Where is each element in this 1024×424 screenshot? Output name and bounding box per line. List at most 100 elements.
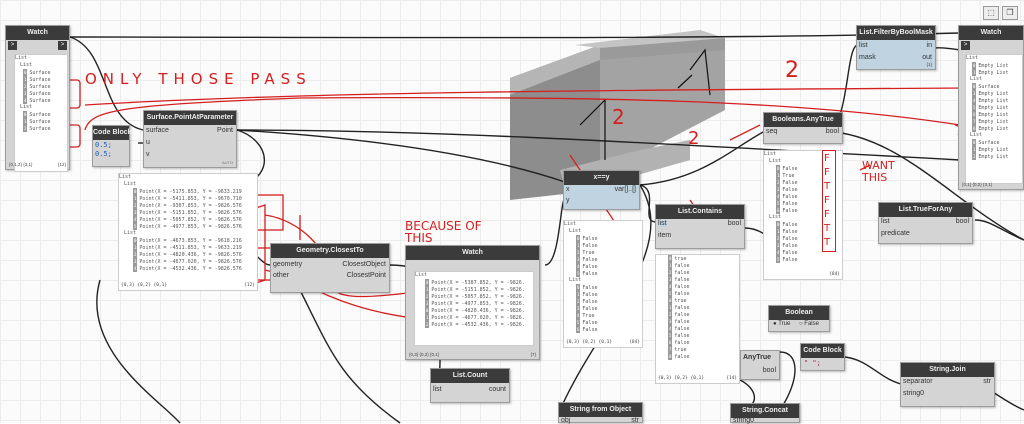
list-true-for-any-node[interactable]: List.TrueForAny list predicate bool <box>878 202 973 244</box>
code-block-node[interactable]: Code Block 0.5;0.5; <box>92 125 132 167</box>
input-predicate[interactable]: predicate <box>881 230 910 237</box>
list-count: {14} <box>726 376 737 381</box>
output-closest-point[interactable]: ClosestPoint <box>346 272 386 279</box>
input-geometry[interactable]: geometry <box>273 261 303 268</box>
input-list[interactable]: list <box>658 220 667 227</box>
input-list[interactable]: list <box>433 386 442 393</box>
input-v[interactable]: v <box>146 151 150 158</box>
geometry-preview <box>510 30 725 200</box>
background-preview-icon[interactable]: ❒ <box>1002 6 1018 20</box>
node-title: Code Block <box>801 344 844 358</box>
list-item: List <box>124 230 137 236</box>
input-port[interactable]: > <box>8 41 17 50</box>
input-x[interactable]: x <box>566 186 570 193</box>
output-str[interactable]: str <box>631 417 639 424</box>
input-string0[interactable]: string0 <box>733 417 755 424</box>
list-count-node[interactable]: List.Count list count <box>430 368 510 403</box>
output-bool[interactable]: bool <box>825 128 839 135</box>
input-mask[interactable]: mask <box>859 54 876 61</box>
node-title: String from Object <box>559 403 642 417</box>
output-bool[interactable]: bool <box>955 218 969 225</box>
node-title: Geometry.ClosestTo <box>271 244 389 258</box>
node-title: Watch <box>959 26 1023 40</box>
output-bool[interactable]: bool <box>727 220 741 227</box>
output-bool[interactable]: bool <box>762 367 776 374</box>
code-block-node-2[interactable]: Code Block " "; <box>800 343 845 371</box>
list-contains-node[interactable]: List.Contains list item bool <box>655 204 745 249</box>
surface-point-node[interactable]: Surface.PointAtParameter surface u v Poi… <box>143 110 237 168</box>
true-radio[interactable]: ● True <box>773 321 791 327</box>
input-surface[interactable]: surface <box>146 127 169 134</box>
booleans-any-true-node[interactable]: Booleans.AnyTrue seq bool <box>763 112 843 144</box>
boolean-node[interactable]: Boolean ● True ○ False <box>768 305 830 332</box>
input-item[interactable]: item <box>658 232 672 239</box>
input-list[interactable]: list <box>881 218 890 225</box>
input-u[interactable]: u <box>146 139 150 146</box>
input-string0[interactable]: string0 <box>903 390 925 397</box>
closest-to-node[interactable]: Geometry.ClosestTo geometry other Closes… <box>270 243 390 293</box>
input-port[interactable]: > <box>961 41 970 50</box>
input-seq[interactable]: seq <box>766 128 778 135</box>
output-point[interactable]: Point <box>217 127 233 134</box>
input-list[interactable]: list <box>859 42 868 49</box>
code-editor[interactable]: 0.5;0.5; <box>95 141 112 158</box>
output-out[interactable]: out <box>922 54 932 61</box>
canvas-view-icon[interactable]: ⬚ <box>983 6 999 20</box>
string-join-node[interactable]: String.Join separator string0 str <box>900 362 995 407</box>
string-concat-node[interactable]: String.Concat string0 <box>730 403 800 424</box>
false-radio[interactable]: ○ False <box>799 321 819 327</box>
list-item: List <box>569 277 582 283</box>
output-str[interactable]: str <box>983 378 991 385</box>
output-port[interactable]: > <box>58 41 67 50</box>
node-title: Code Block <box>93 126 132 140</box>
string-from-object-node[interactable]: String from Object obj str <box>558 402 643 424</box>
annotation-want-this: WANT THIS <box>862 159 895 184</box>
input-other[interactable]: other <box>273 272 289 279</box>
input-obj[interactable]: obj <box>561 417 571 424</box>
code-editor[interactable]: " "; <box>804 359 821 367</box>
list-count: {7} <box>530 352 536 357</box>
any-true-partial-node[interactable]: AnyTrue bool <box>740 350 780 380</box>
list-count: {84} <box>829 272 840 277</box>
input-separator[interactable]: separator <box>903 378 933 385</box>
output-var[interactable]: var[]..[] <box>614 186 636 193</box>
output-count[interactable]: count <box>488 386 506 393</box>
output-in[interactable]: in <box>926 42 932 49</box>
input-y[interactable]: y <box>566 197 570 204</box>
geometry-edges <box>579 48 711 160</box>
list-item: List <box>20 62 33 68</box>
equality-node[interactable]: x==y x y var[]..[] <box>563 170 640 210</box>
node-title: Watch <box>406 246 539 260</box>
filter-by-bool-mask-node[interactable]: List.FilterByBoolMask list mask in out {… <box>856 25 936 70</box>
output-closest-object[interactable]: ClosestObject <box>342 261 386 268</box>
list-item: List <box>970 132 983 138</box>
